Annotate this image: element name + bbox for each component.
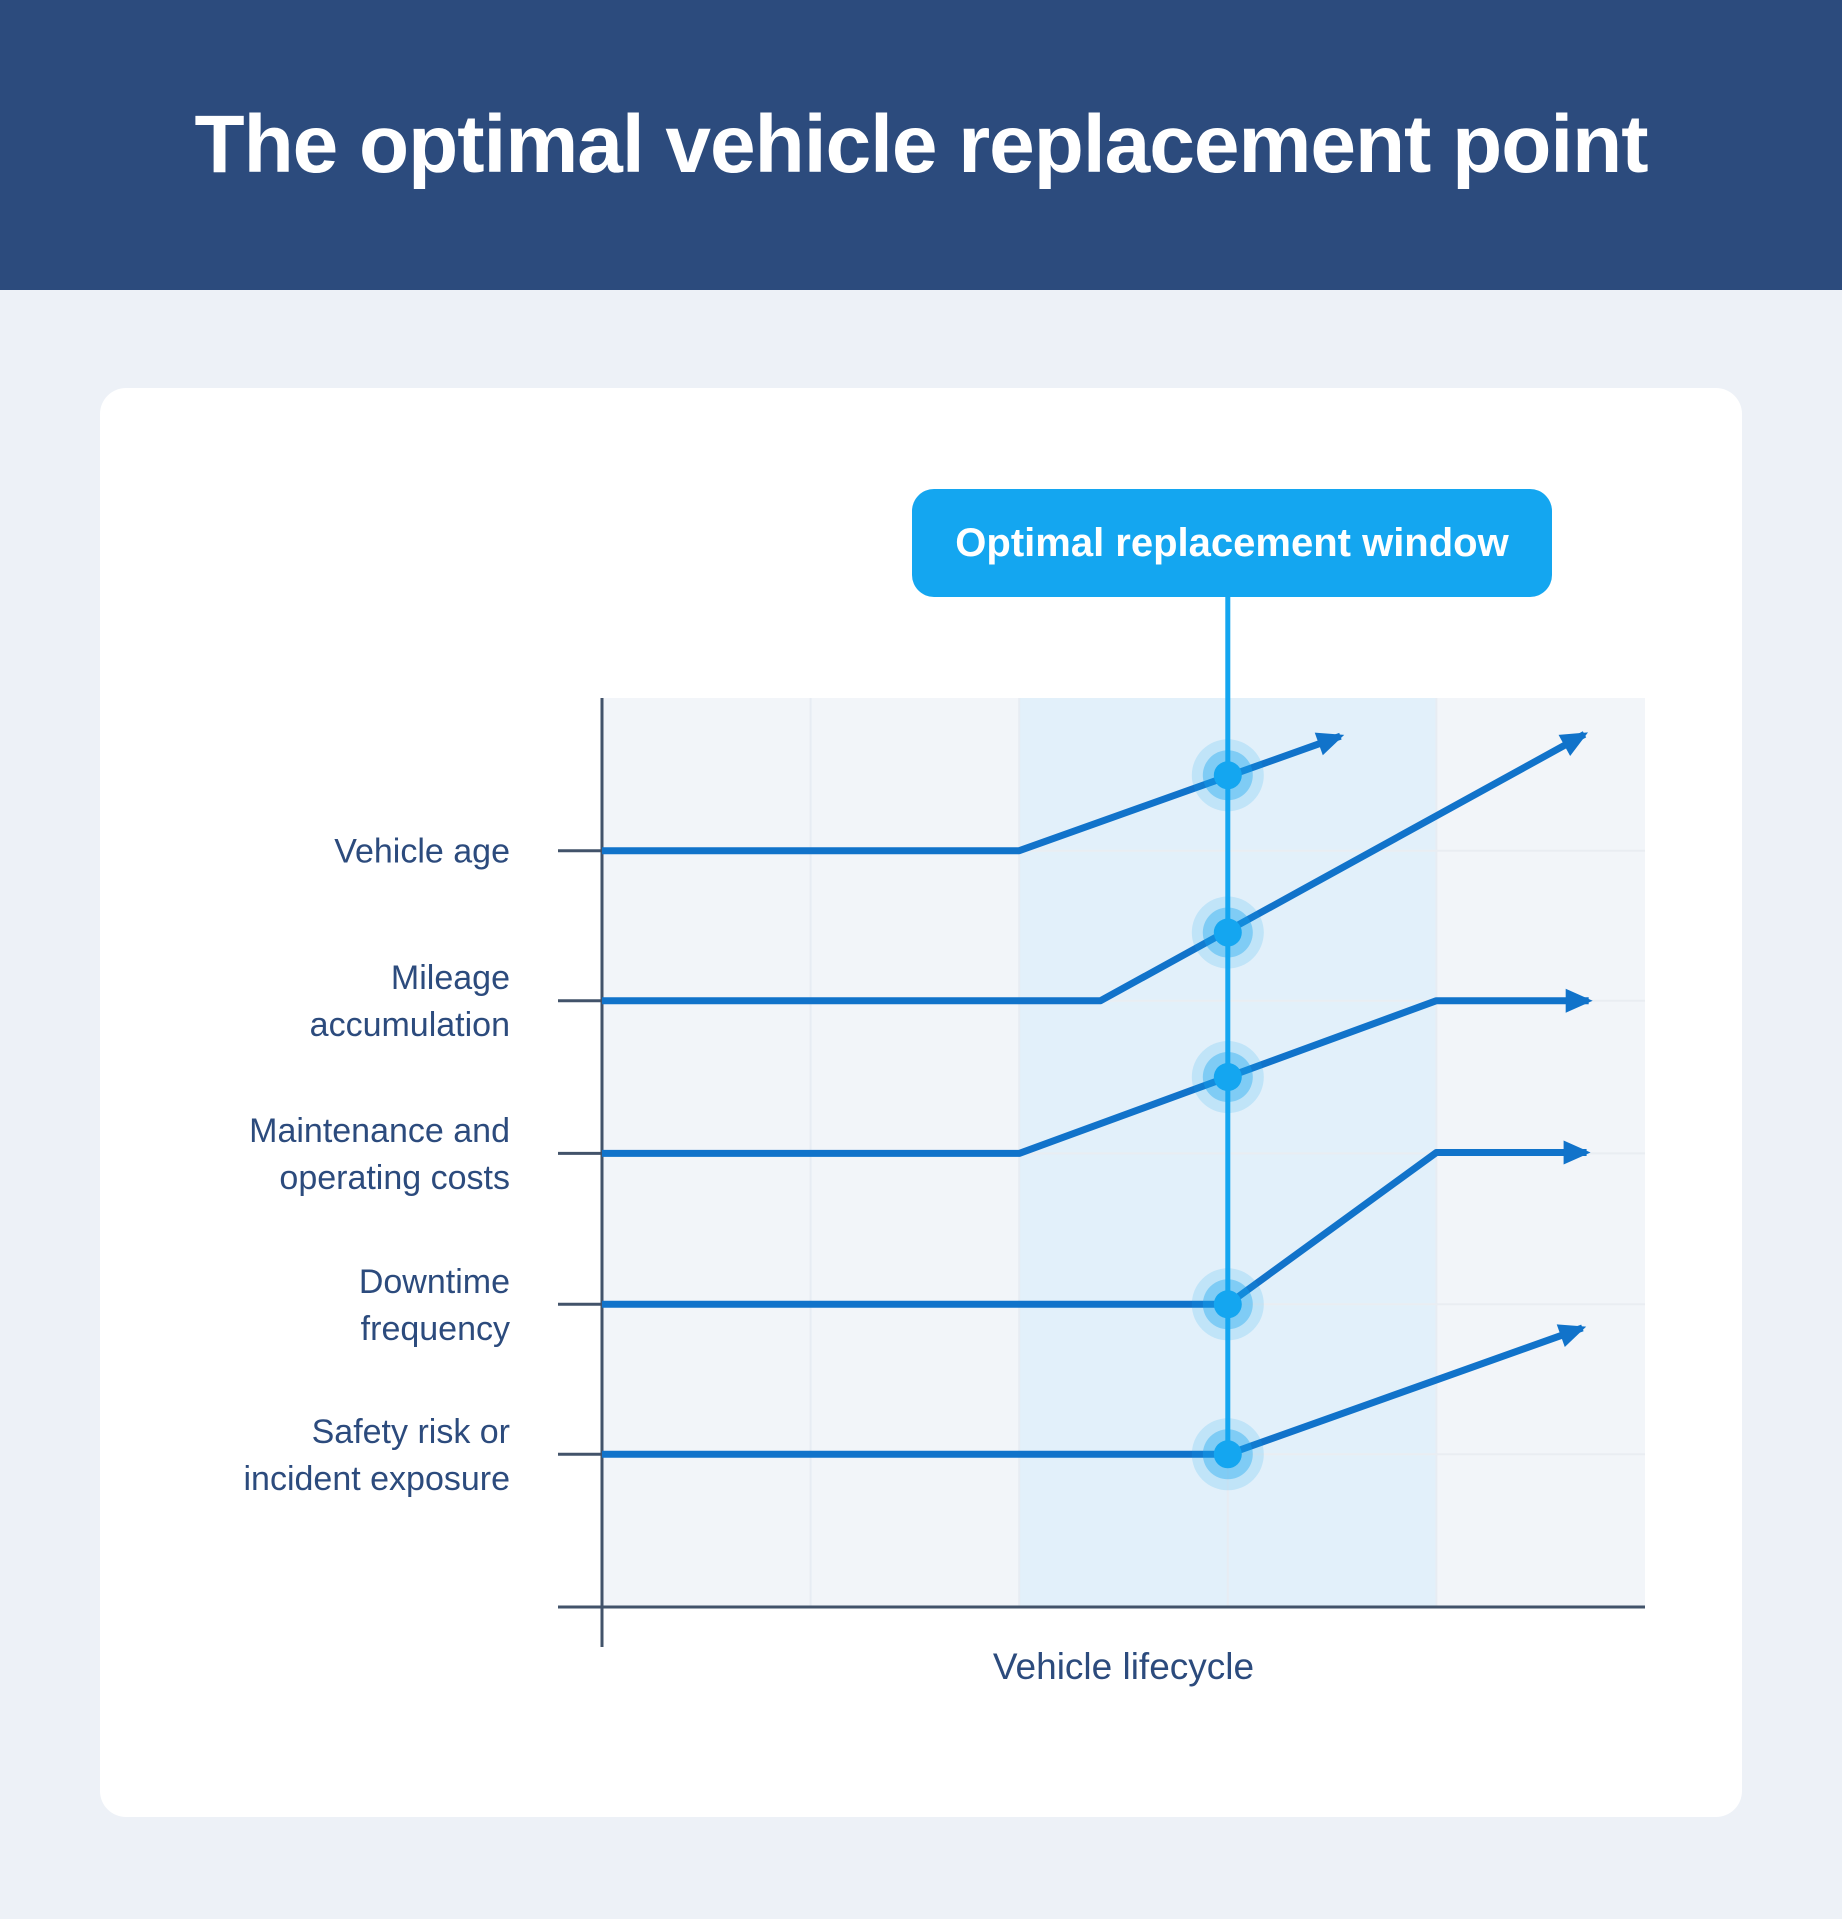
marker-dot [1213, 918, 1242, 947]
marker-dot [1213, 1063, 1242, 1092]
marker-dot [1213, 1440, 1242, 1469]
marker-dot [1213, 1290, 1242, 1319]
x-axis-label: Vehicle lifecycle [993, 1646, 1254, 1687]
header-band: The optimal vehicle replacement point [0, 0, 1842, 290]
marker-dot [1213, 761, 1242, 790]
category-label: Vehicle age [334, 833, 510, 871]
callout-badge: Optimal replacement window [912, 489, 1552, 597]
page-title: The optimal vehicle replacement point [194, 99, 1648, 190]
series-line [602, 731, 1589, 1005]
series-line [602, 1140, 1591, 1308]
callout-label: Optimal replacement window [955, 520, 1509, 565]
